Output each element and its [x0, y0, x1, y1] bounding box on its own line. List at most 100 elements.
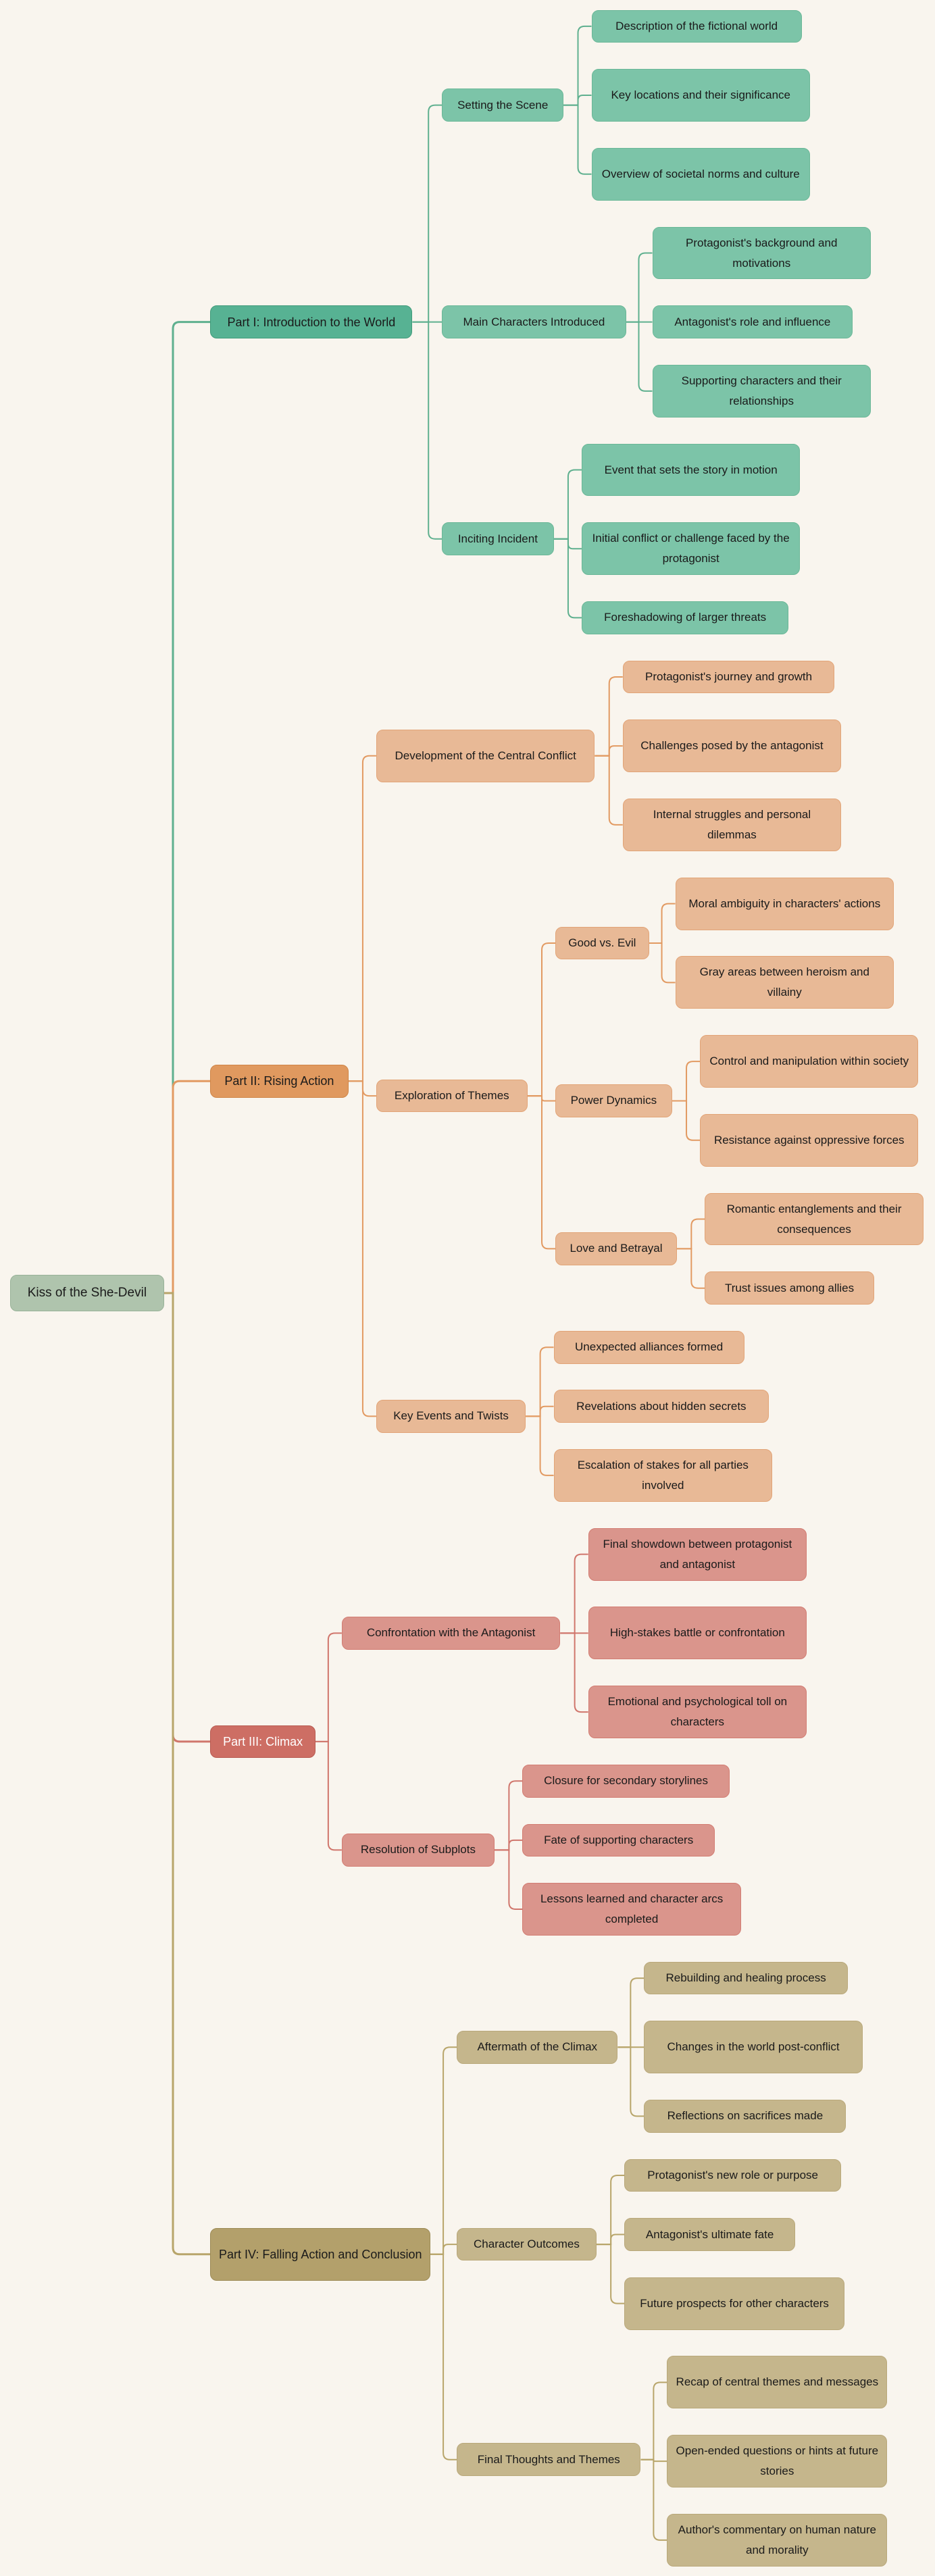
topic-node-protagonist-s-new-role-or-purpose[interactable]: Protagonist's new role or purpose	[624, 2158, 842, 2192]
topic-node-resistance-against-oppressive-forces[interactable]: Resistance against oppressive forces	[700, 1113, 919, 1167]
section-node-part-i-introduction-to-the-world[interactable]: Part I: Introduction to the World	[210, 305, 413, 338]
topic-node-open-ended-questions-or-hints-at-future-stories[interactable]: Open-ended questions or hints at future …	[667, 2435, 888, 2488]
connector-line	[495, 1849, 523, 1910]
connector-line	[595, 745, 623, 757]
topic-node-high-stakes-battle-or-confrontation[interactable]: High-stakes battle or confrontation	[588, 1607, 807, 1660]
connector-line	[495, 1839, 523, 1851]
topic-node-antagonist-s-ultimate-fate[interactable]: Antagonist's ultimate fate	[624, 2218, 796, 2251]
topic-node-internal-struggles-and-personal-dilemmas[interactable]: Internal struggles and personal dilemmas	[622, 798, 842, 851]
topic-node-lessons-learned-and-character-arcs-completed[interactable]: Lessons learned and character arcs compl…	[522, 1883, 741, 1936]
topic-node-power-dynamics[interactable]: Power Dynamics	[555, 1084, 672, 1117]
connector-line	[412, 321, 443, 540]
connector-line	[526, 1415, 554, 1476]
topic-node-challenges-posed-by-the-antagonist[interactable]: Challenges posed by the antagonist	[622, 719, 842, 773]
connector-line	[348, 755, 376, 1082]
root-node-kiss-of-the-she-devil[interactable]: Kiss of the She-Devil	[9, 1275, 165, 1311]
topic-node-supporting-characters-and-their-relationships[interactable]: Supporting characters and their relation…	[652, 364, 871, 418]
connector-line	[553, 538, 582, 619]
connector-line	[626, 252, 653, 323]
connector-line	[430, 2253, 457, 2460]
topic-node-romantic-entanglements-and-their-consequences[interactable]: Romantic entanglements and their consequ…	[705, 1192, 924, 1246]
connector-line	[595, 676, 623, 757]
connector-line	[672, 1100, 701, 1141]
connector-line	[617, 2046, 645, 2117]
topic-node-rebuilding-and-healing-process[interactable]: Rebuilding and healing process	[644, 1961, 848, 1995]
connector-line	[348, 1080, 376, 1417]
topic-node-character-outcomes[interactable]: Character Outcomes	[457, 2227, 597, 2261]
connector-line	[640, 2381, 667, 2460]
topic-node-unexpected-alliances-formed[interactable]: Unexpected alliances formed	[553, 1330, 744, 1364]
connector-line	[563, 25, 592, 106]
connector-line	[672, 1061, 701, 1102]
connector-line	[563, 104, 592, 175]
connector-line	[495, 1780, 523, 1851]
topic-node-recap-of-central-themes-and-messages[interactable]: Recap of central themes and messages	[667, 2356, 888, 2409]
topic-node-escalation-of-stakes-for-all-parties-involved[interactable]: Escalation of stakes for all parties inv…	[553, 1449, 773, 1502]
connector-line	[649, 942, 676, 984]
topic-node-trust-issues-among-allies[interactable]: Trust issues among allies	[705, 1271, 874, 1305]
connector-line	[164, 1292, 211, 1743]
topic-node-closure-for-secondary-storylines[interactable]: Closure for secondary storylines	[522, 1764, 730, 1798]
topic-node-exploration-of-themes[interactable]: Exploration of Themes	[376, 1079, 528, 1113]
connector-line	[626, 321, 653, 392]
topic-node-protagonist-s-background-and-motivations[interactable]: Protagonist's background and motivations	[652, 226, 871, 280]
topic-node-moral-ambiguity-in-characters-actions[interactable]: Moral ambiguity in characters' actions	[675, 877, 894, 930]
topic-node-fate-of-supporting-characters[interactable]: Fate of supporting characters	[522, 1823, 715, 1857]
connector-line	[595, 755, 623, 826]
topic-node-protagonist-s-journey-and-growth[interactable]: Protagonist's journey and growth	[622, 660, 835, 694]
topic-node-event-that-sets-the-story-in-motion[interactable]: Event that sets the story in motion	[581, 443, 801, 497]
connector-line	[164, 1292, 211, 2256]
connector-line	[596, 2233, 625, 2246]
connector-line	[164, 321, 211, 1294]
connector-line	[553, 469, 582, 540]
connector-line	[430, 2046, 457, 2255]
connector-line	[649, 903, 676, 944]
topic-node-key-locations-and-their-significance[interactable]: Key locations and their significance	[591, 69, 810, 122]
connector-line	[560, 1632, 588, 1713]
topic-node-changes-in-the-world-post-conflict[interactable]: Changes in the world post-conflict	[644, 2021, 863, 2074]
connector-line	[596, 2244, 625, 2304]
section-node-part-iv-falling-action-and-conclusion[interactable]: Part IV: Falling Action and Conclusion	[210, 2227, 431, 2281]
topic-node-antagonist-s-role-and-influence[interactable]: Antagonist's role and influence	[652, 305, 853, 338]
topic-node-resolution-of-subplots[interactable]: Resolution of Subplots	[341, 1834, 495, 1867]
topic-node-final-showdown-between-protagonist-and-antagonist[interactable]: Final showdown between protagonist and a…	[588, 1527, 807, 1581]
connector-line	[412, 104, 443, 323]
section-node-part-iii-climax[interactable]: Part III: Climax	[210, 1725, 315, 1759]
topic-node-future-prospects-for-other-characters[interactable]: Future prospects for other characters	[624, 2277, 845, 2330]
topic-node-foreshadowing-of-larger-threats[interactable]: Foreshadowing of larger threats	[581, 601, 789, 634]
section-node-part-ii-rising-action[interactable]: Part II: Rising Action	[210, 1064, 349, 1098]
connector-line	[676, 1248, 705, 1289]
connector-line	[526, 1405, 554, 1417]
topic-node-control-and-manipulation-within-society[interactable]: Control and manipulation within society	[700, 1035, 919, 1088]
topic-node-love-and-betrayal[interactable]: Love and Betrayal	[555, 1232, 677, 1265]
topic-node-reflections-on-sacrifices-made[interactable]: Reflections on sacrifices made	[644, 2100, 846, 2133]
topic-node-revelations-about-hidden-secrets[interactable]: Revelations about hidden secrets	[553, 1390, 769, 1423]
topic-node-gray-areas-between-heroism-and-villainy[interactable]: Gray areas between heroism and villainy	[675, 956, 894, 1009]
topic-node-inciting-incident[interactable]: Inciting Incident	[442, 522, 554, 555]
topic-node-final-thoughts-and-themes[interactable]: Final Thoughts and Themes	[457, 2443, 641, 2476]
connector-line	[676, 1218, 705, 1250]
connector-line	[315, 1632, 342, 1742]
connector-line	[563, 95, 592, 106]
topic-node-emotional-and-psychological-toll-on-characters[interactable]: Emotional and psychological toll on char…	[588, 1686, 807, 1739]
connector-line	[527, 942, 556, 1097]
connector-line	[560, 1553, 588, 1634]
connector-line	[617, 1977, 645, 2048]
topic-node-initial-conflict-or-challenge-faced-by-the-protagonist[interactable]: Initial conflict or challenge faced by t…	[581, 522, 801, 576]
topic-node-main-characters-introduced[interactable]: Main Characters Introduced	[442, 305, 626, 338]
topic-node-good-vs-evil[interactable]: Good vs. Evil	[555, 926, 649, 960]
topic-node-confrontation-with-the-antagonist[interactable]: Confrontation with the Antagonist	[341, 1617, 561, 1650]
connector-line	[526, 1346, 554, 1417]
connector-line	[640, 2458, 667, 2541]
connector-line	[430, 2244, 457, 2255]
topic-node-author-s-commentary-on-human-nature-and-morality[interactable]: Author's commentary on human nature and …	[667, 2513, 888, 2567]
topic-node-key-events-and-twists[interactable]: Key Events and Twists	[376, 1400, 526, 1433]
topic-node-overview-of-societal-norms-and-culture[interactable]: Overview of societal norms and culture	[591, 147, 810, 201]
topic-node-aftermath-of-the-climax[interactable]: Aftermath of the Climax	[457, 2030, 618, 2064]
topic-node-description-of-the-fictional-world[interactable]: Description of the fictional world	[591, 9, 802, 43]
topic-node-development-of-the-central-conflict[interactable]: Development of the Central Conflict	[376, 729, 595, 782]
connector-line	[315, 1740, 342, 1851]
topic-node-setting-the-scene[interactable]: Setting the Scene	[442, 89, 564, 122]
connector-line	[596, 2174, 625, 2246]
